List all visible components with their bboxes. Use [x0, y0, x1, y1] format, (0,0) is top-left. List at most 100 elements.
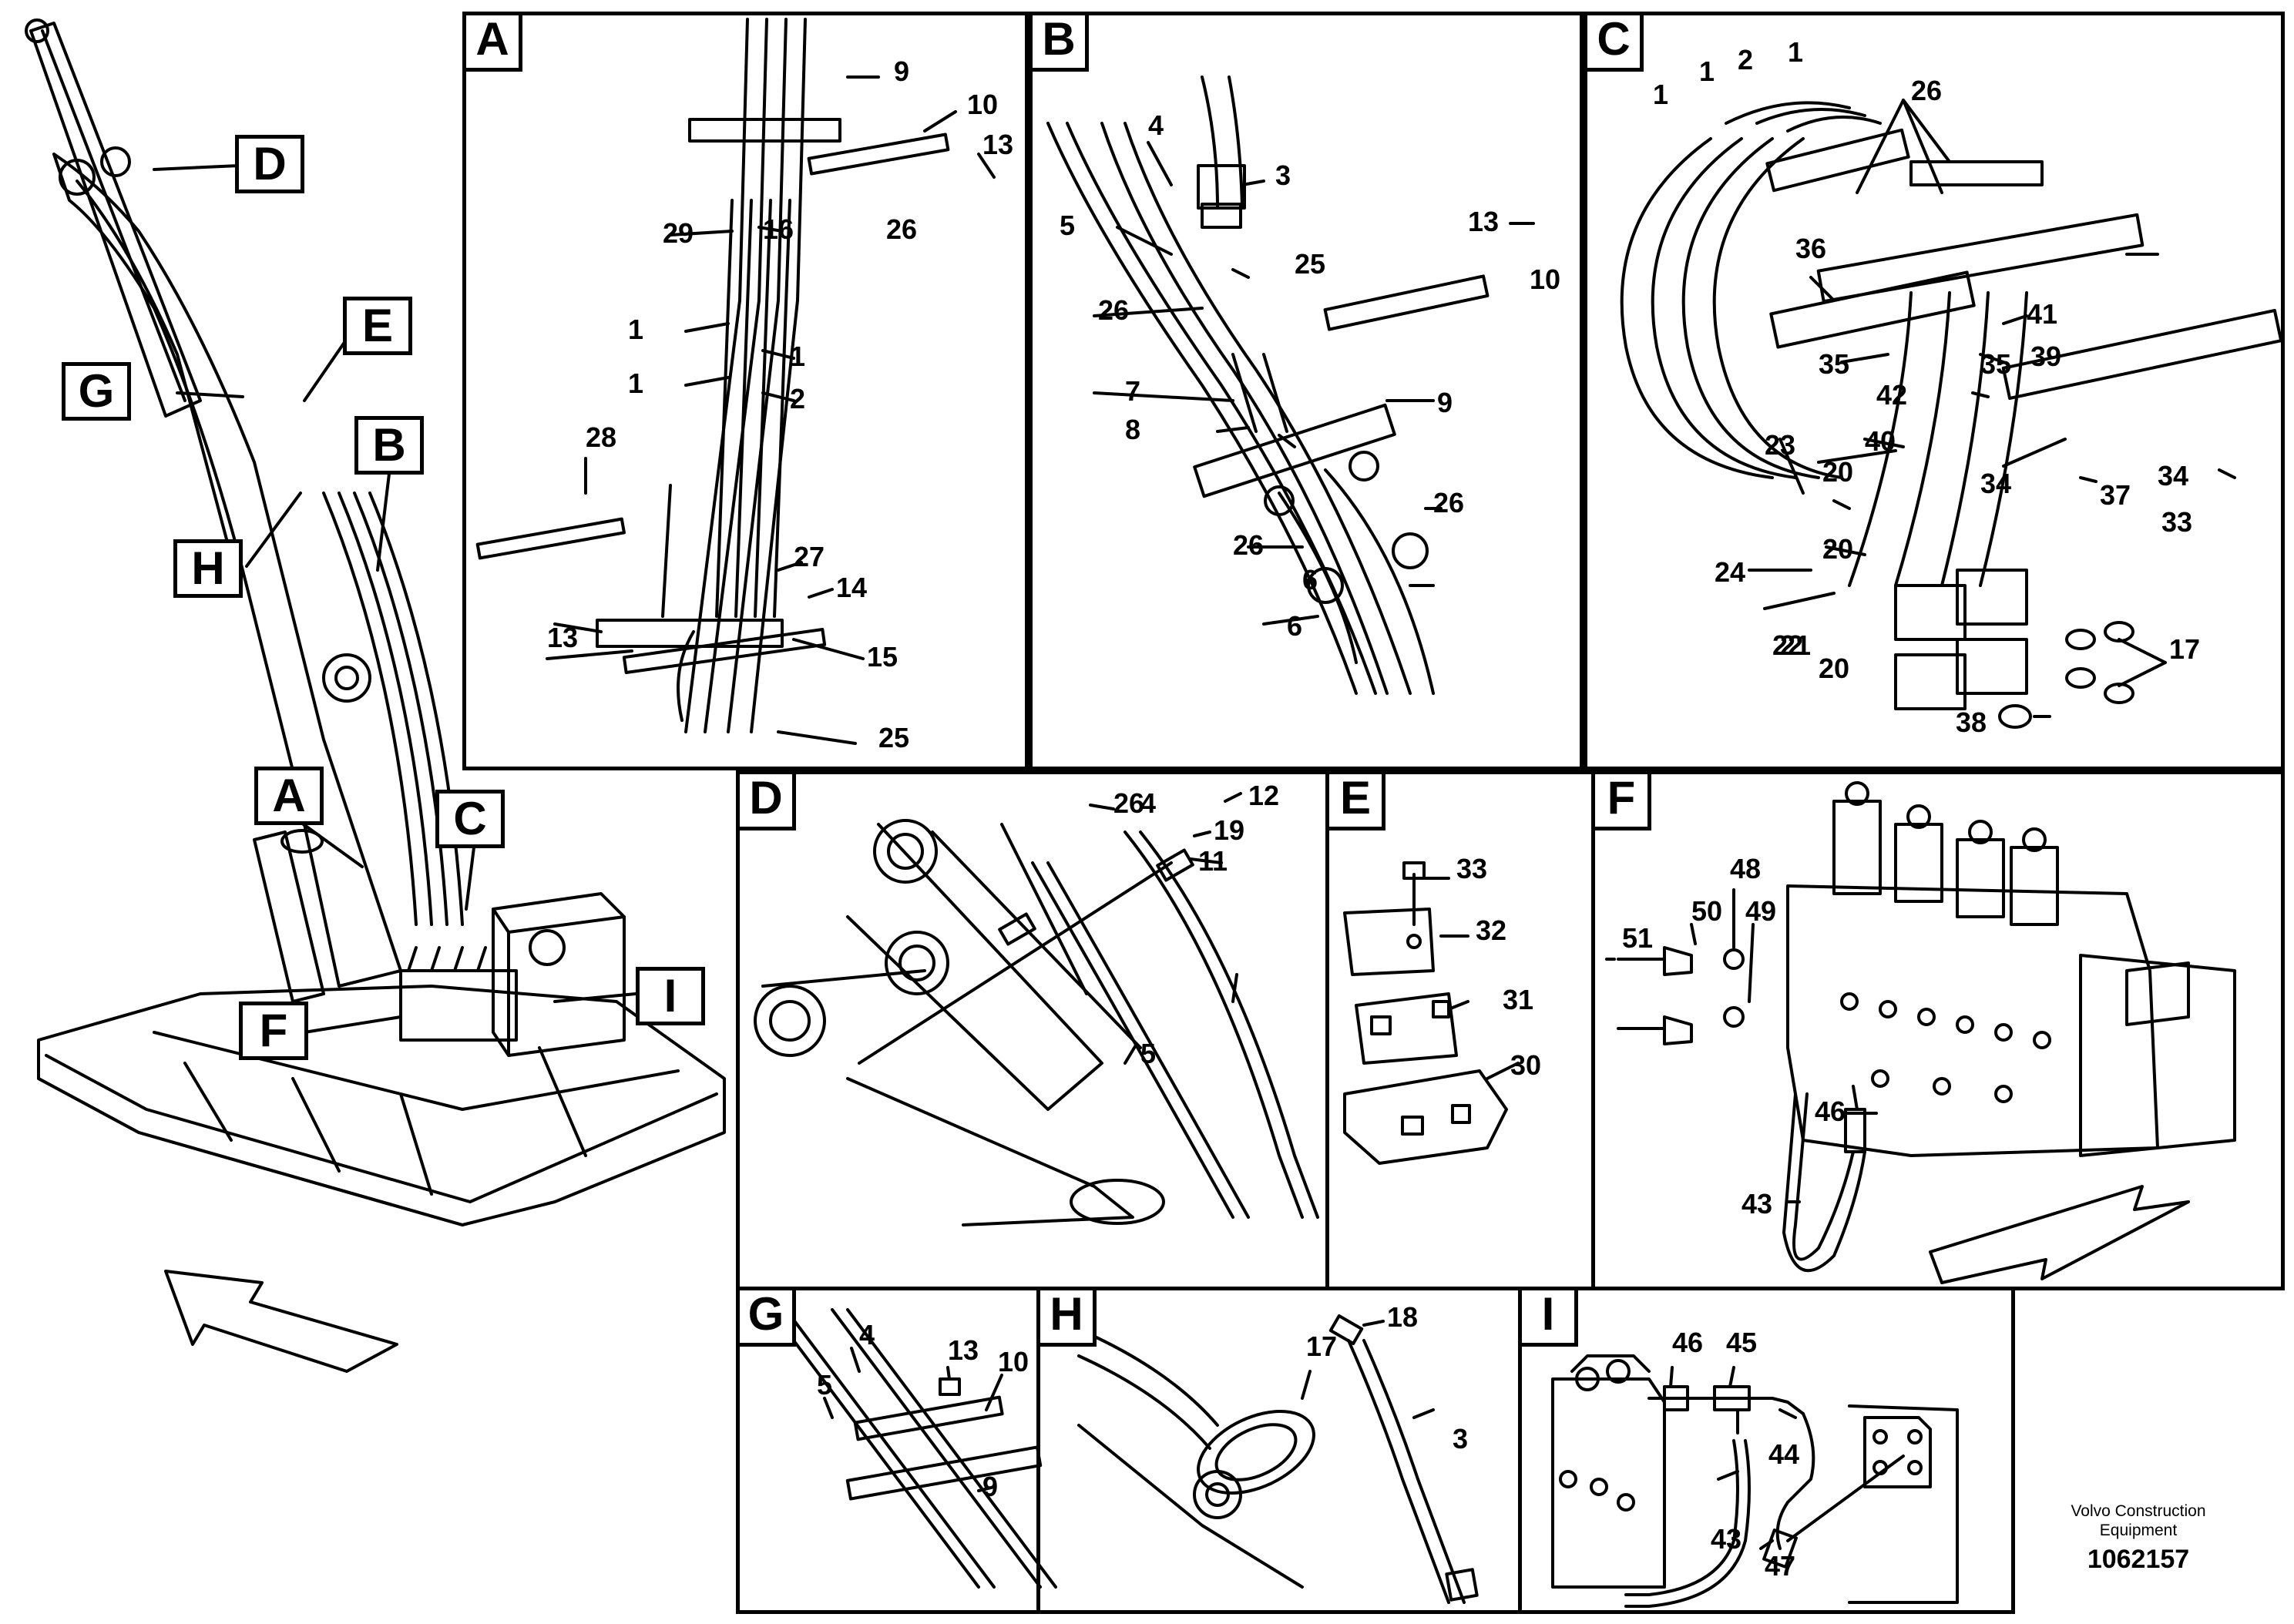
- panel-c-drawing: [1620, 101, 2283, 729]
- panel-e-leaders: [1424, 877, 1520, 1080]
- part-label-c-22: 22: [1772, 629, 1803, 661]
- part-label-b-25: 25: [1295, 248, 1325, 280]
- part-label-i-44: 44: [1768, 1438, 1799, 1470]
- part-label-h-17: 17: [1306, 1330, 1337, 1362]
- part-label-d-12: 12: [1248, 780, 1279, 811]
- part-label-f-46: 46: [1815, 1096, 1846, 1127]
- part-label-e-33: 33: [1456, 853, 1487, 884]
- panel-g-drawing: [769, 1308, 1057, 1589]
- part-label-b-26: 26: [1433, 487, 1464, 518]
- part-label-c-37: 37: [2100, 479, 2131, 511]
- part-label-e-32: 32: [1476, 914, 1506, 946]
- part-label-c-41: 41: [2027, 298, 2057, 330]
- part-label-c-38: 38: [1956, 706, 1987, 738]
- part-label-c-36: 36: [1795, 233, 1826, 264]
- part-label-g-5: 5: [817, 1369, 832, 1401]
- part-label-a-1: 1: [628, 314, 643, 345]
- part-label-c-1: 1: [1788, 36, 1803, 68]
- part-label-a-1: 1: [790, 341, 805, 372]
- panel-b-leaders: [1093, 141, 1535, 626]
- part-label-h-3: 3: [1453, 1423, 1468, 1455]
- part-label-f-51: 51: [1622, 922, 1653, 954]
- panel-e-drawing: [1343, 861, 1508, 1165]
- part-label-h-18: 18: [1387, 1301, 1418, 1333]
- part-label-a-29: 29: [663, 217, 694, 249]
- overview-drawing: [25, 18, 726, 1226]
- part-number-labels: 1112910131314151625262728293456678910132…: [547, 36, 2200, 1582]
- part-label-b-5: 5: [1060, 210, 1075, 241]
- part-label-f-50: 50: [1691, 895, 1722, 927]
- part-label-c-2: 2: [1738, 44, 1753, 75]
- part-label-a-10: 10: [967, 89, 998, 120]
- part-label-b-7: 7: [1125, 375, 1140, 407]
- part-label-i-47: 47: [1765, 1550, 1795, 1582]
- part-label-e-31: 31: [1503, 984, 1533, 1015]
- part-label-c-20: 20: [1822, 533, 1853, 565]
- overview-leaders: [153, 164, 637, 1034]
- part-label-a-13: 13: [982, 129, 1013, 160]
- part-label-d-11: 11: [1198, 845, 1228, 877]
- part-label-c-42: 42: [1876, 379, 1907, 411]
- part-label-a-1: 1: [628, 367, 643, 399]
- part-label-c-20: 20: [1822, 456, 1853, 488]
- part-label-a-27: 27: [794, 541, 825, 572]
- part-label-f-49: 49: [1745, 895, 1776, 927]
- part-label-g-9: 9: [982, 1471, 998, 1502]
- part-label-a-14: 14: [836, 572, 867, 603]
- part-label-b-26: 26: [1233, 529, 1264, 561]
- part-label-c-21: 21: [1780, 629, 1811, 661]
- part-label-a-13: 13: [547, 622, 578, 653]
- part-label-a-9: 9: [894, 55, 909, 87]
- part-label-a-16: 16: [763, 213, 794, 245]
- part-label-i-43: 43: [1711, 1523, 1741, 1555]
- part-label-a-26: 26: [886, 213, 917, 245]
- panel-b-drawing: [1046, 75, 1490, 695]
- part-label-c-20: 20: [1819, 653, 1849, 684]
- part-label-b-13: 13: [1468, 206, 1499, 237]
- part-label-i-45: 45: [1726, 1327, 1757, 1358]
- part-label-a-28: 28: [586, 421, 616, 453]
- part-label-b-6: 6: [1287, 610, 1302, 642]
- part-label-a-2: 2: [790, 383, 805, 414]
- part-label-c-35: 35: [1819, 348, 1849, 380]
- part-label-d-4: 4: [1140, 787, 1156, 819]
- part-label-g-13: 13: [948, 1334, 979, 1366]
- part-label-c-34: 34: [1980, 468, 2011, 499]
- part-label-c-1: 1: [1699, 55, 1715, 87]
- part-label-c-24: 24: [1715, 556, 1745, 588]
- panel-h-drawing: [1077, 1314, 1479, 1604]
- part-label-c-23: 23: [1765, 429, 1795, 461]
- part-label-d-5: 5: [1140, 1038, 1156, 1069]
- part-label-b-6: 6: [1302, 564, 1318, 596]
- panel-f-leaders: [1605, 888, 1878, 1203]
- part-label-b-8: 8: [1125, 414, 1140, 445]
- part-label-f-43: 43: [1741, 1188, 1772, 1220]
- panel-d-leaders: [1089, 792, 1242, 1065]
- part-label-c-1: 1: [1653, 79, 1668, 110]
- part-label-c-33: 33: [2161, 506, 2192, 538]
- part-label-b-10: 10: [1530, 263, 1560, 295]
- part-label-a-25: 25: [878, 722, 909, 753]
- panel-c-leaders: [1748, 99, 2236, 718]
- part-label-c-39: 39: [2030, 341, 2061, 372]
- part-label-d-26: 26: [1113, 787, 1144, 819]
- part-label-c-26: 26: [1911, 75, 1942, 106]
- part-label-i-46: 46: [1672, 1327, 1703, 1358]
- part-label-c-34: 34: [2158, 460, 2188, 492]
- part-label-f-48: 48: [1730, 853, 1761, 884]
- part-label-a-15: 15: [867, 641, 898, 673]
- panel-d-drawing: [754, 819, 1319, 1226]
- part-label-d-19: 19: [1214, 814, 1244, 846]
- part-label-b-3: 3: [1275, 159, 1291, 191]
- panel-a-drawing: [475, 18, 950, 733]
- part-label-b-9: 9: [1437, 387, 1453, 418]
- panel-i-drawing: [1551, 1354, 1959, 1608]
- panel-h-leaders: [1301, 1320, 1435, 1419]
- panel-g-leaders: [823, 1347, 1003, 1492]
- part-label-g-4: 4: [859, 1319, 875, 1351]
- part-label-b-26: 26: [1098, 294, 1129, 326]
- part-label-g-10: 10: [998, 1346, 1029, 1377]
- front-direction-arrow: [164, 1270, 398, 1373]
- panel-f-drawing: [1617, 781, 2236, 1284]
